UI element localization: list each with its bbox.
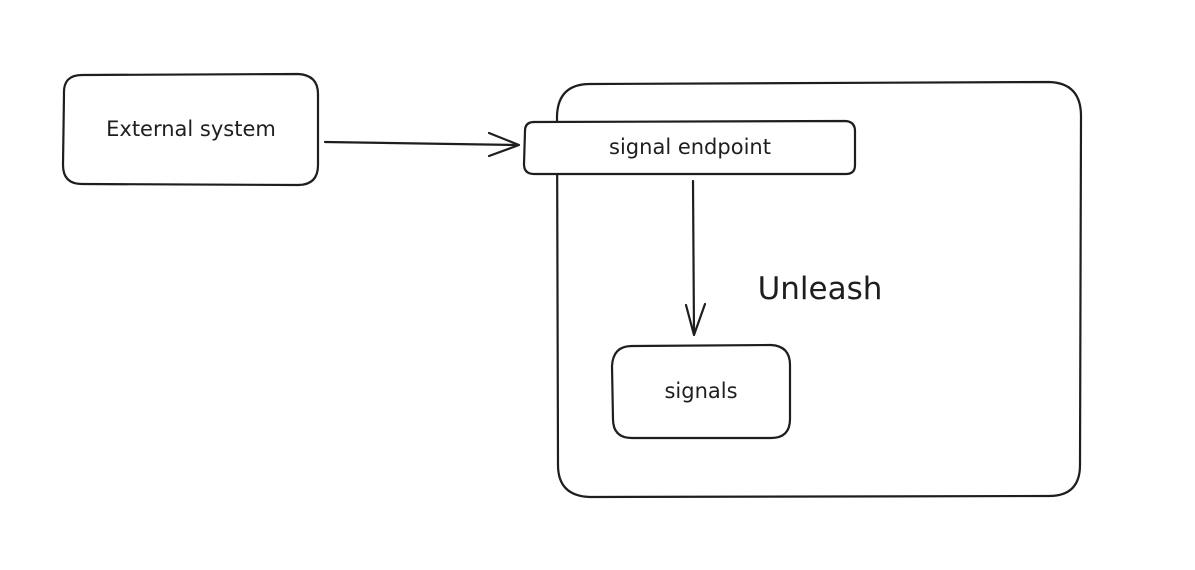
signals-label: signals (664, 379, 737, 403)
external-system-label: External system (106, 117, 276, 141)
signals-outline (610, 343, 792, 440)
edge-endpoint-to-signals-line (691, 179, 696, 336)
external-system-node[interactable]: External system (61, 72, 320, 187)
unleash-label: Unleash (758, 271, 883, 307)
signal-endpoint-node[interactable]: signal endpoint (522, 119, 857, 176)
signal-endpoint-outline (522, 119, 857, 176)
external-system-outline (61, 72, 320, 187)
edge-endpoint-to-signals (684, 179, 707, 337)
edge-external-to-endpoint-arrowhead (487, 131, 521, 158)
signal-endpoint-label: signal endpoint (609, 135, 771, 159)
signals-node[interactable]: signals (610, 343, 792, 440)
edge-external-to-endpoint-line (323, 140, 520, 147)
edge-external-to-endpoint (323, 131, 521, 158)
edge-endpoint-to-signals-arrowhead (684, 302, 707, 337)
